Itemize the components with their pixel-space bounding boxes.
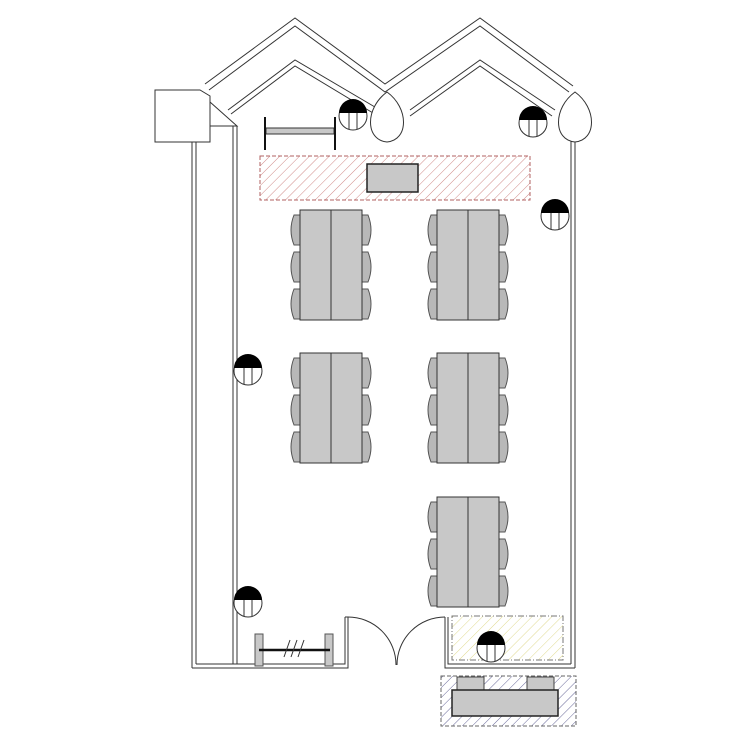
table [330, 352, 363, 464]
desk-chair [456, 676, 485, 692]
chair [290, 357, 301, 389]
table-group [290, 352, 372, 464]
column-right [558, 91, 592, 143]
chair [498, 288, 509, 320]
table-group [427, 352, 509, 464]
chair [498, 251, 509, 283]
chair [498, 357, 509, 389]
lectern [366, 163, 419, 193]
chair [427, 288, 438, 320]
chair [361, 431, 372, 463]
table-group [290, 209, 372, 321]
chair [427, 394, 438, 426]
chair [427, 538, 438, 570]
whiteboard-bottom [254, 633, 334, 667]
presentation-zone [259, 155, 531, 201]
chair [498, 214, 509, 246]
light-fixture-icon [233, 586, 263, 618]
entry-vestibule [154, 89, 239, 143]
double-door [347, 616, 446, 666]
chair [427, 431, 438, 463]
chair [427, 251, 438, 283]
table-group [427, 496, 509, 608]
table [299, 352, 332, 464]
table [330, 209, 363, 321]
chair [361, 394, 372, 426]
light-fixture-icon [338, 99, 368, 131]
light-fixture-icon [476, 631, 506, 663]
chair [498, 538, 509, 570]
light-fixture-icon [540, 199, 570, 231]
chair [498, 501, 509, 533]
reception-desk [451, 689, 559, 717]
chair [498, 575, 509, 607]
chair [427, 357, 438, 389]
table [467, 496, 500, 608]
chair [427, 214, 438, 246]
table [299, 209, 332, 321]
table-groups [290, 209, 509, 608]
chair [427, 575, 438, 607]
chair [498, 431, 509, 463]
chair [290, 288, 301, 320]
table [467, 352, 500, 464]
walls [191, 126, 576, 669]
corner-zone [451, 615, 564, 661]
chair [361, 251, 372, 283]
light-fixture-icon [518, 106, 548, 138]
chair [427, 501, 438, 533]
table-group [427, 209, 509, 321]
reception-desk-zone [440, 675, 577, 727]
light-fixtures [233, 99, 570, 663]
chair [290, 214, 301, 246]
column-bulbs [370, 91, 592, 143]
table [436, 496, 469, 608]
whiteboard-top [264, 117, 336, 150]
table [467, 209, 500, 321]
column-left [370, 91, 404, 143]
roof-outline [204, 17, 574, 117]
light-fixture-icon [233, 354, 263, 386]
table [436, 209, 469, 321]
chair [498, 394, 509, 426]
chair [290, 431, 301, 463]
chair [361, 357, 372, 389]
chair [290, 251, 301, 283]
chair [290, 394, 301, 426]
desk-chair [526, 676, 555, 692]
chair [361, 288, 372, 320]
table [436, 352, 469, 464]
chair [361, 214, 372, 246]
